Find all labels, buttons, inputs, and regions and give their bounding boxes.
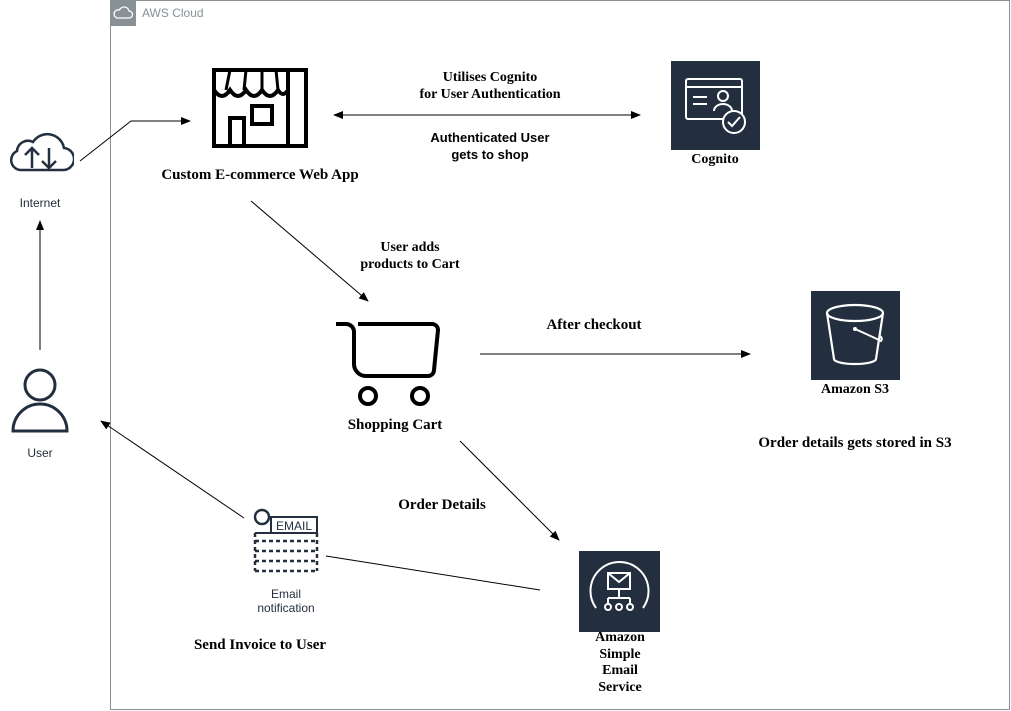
cognito-icon [671,61,760,150]
edge-ses-email [325,555,541,591]
ses-label-2: Simple [599,647,641,662]
email-label-1: Email [270,587,301,601]
cognito-top-label-1: Utilises Cognito [442,70,538,85]
cognito-bottom-label-1: Authenticated User [430,130,550,145]
edge-internet-webapp [79,117,191,162]
ses-label-4: Service [598,680,642,695]
cognito-bottom-label-2: gets to shop [451,147,529,162]
s3-label: Amazon S3 [820,382,890,397]
email-label-2: notification [257,601,315,615]
user-label: User [27,446,53,460]
add-to-cart-label-1: User adds [380,240,440,255]
cognito-top-label-2: for User Authentication [419,87,561,102]
ses-label-1: Amazon [595,630,645,645]
ses-label-3: Email [602,663,638,678]
storefront-icon [212,68,308,150]
aws-cloud-group [110,0,1010,710]
cart-label: Shopping Cart [347,417,443,433]
order-details-label: Order Details [398,497,486,513]
s3-bucket-icon [811,291,900,380]
cloud-icon [110,0,136,26]
checkout-label: After checkout [546,317,642,333]
invoice-label: Send Invoice to User [193,637,327,653]
edge-webapp-cart [250,200,369,302]
email-notification-icon [251,508,321,576]
edge-cart-ses [459,440,560,541]
internet-cloud-icon [6,128,76,174]
add-to-cart-label-2: products to Cart [360,257,460,272]
ses-icon [579,551,660,632]
email-badge: EMAIL [275,519,312,533]
s3-note-label: Order details gets stored in S3 [758,435,952,451]
edge-email-user [100,420,245,519]
webapp-label: Custom E-commerce Web App [161,167,359,183]
aws-cloud-label: AWS Cloud [142,6,204,20]
cognito-label: Cognito [691,152,739,167]
shopping-cart-icon [334,320,444,408]
user-icon [10,367,72,433]
internet-label: Internet [19,196,61,210]
